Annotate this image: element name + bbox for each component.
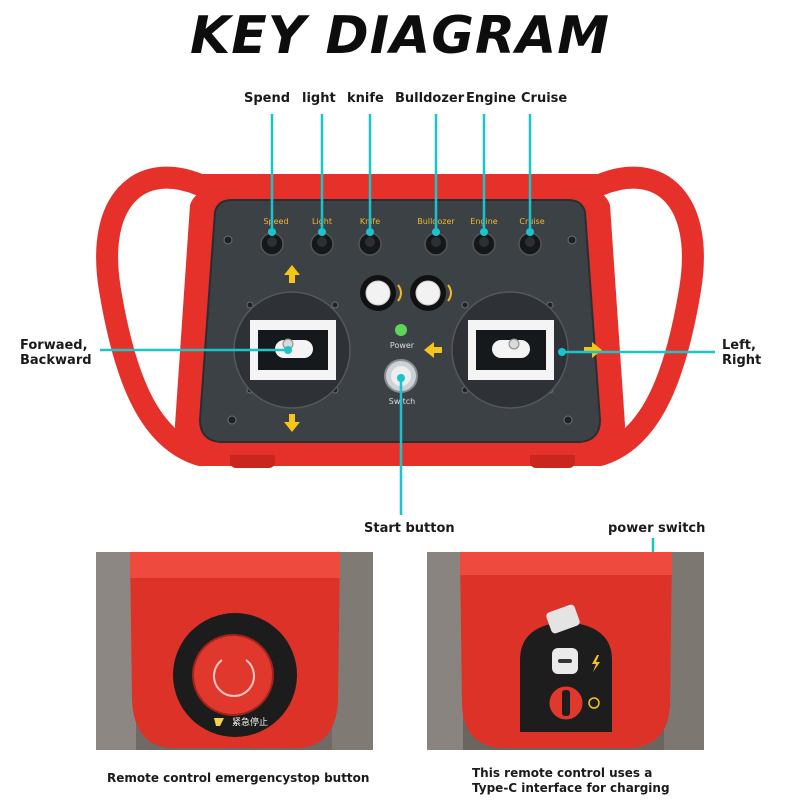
rotate-arrow-icon [213,659,255,697]
direction-arrows [284,265,602,432]
power-icon [588,697,600,709]
callout-power-switch: power switch [608,521,706,536]
arrow-down-icon [284,414,300,432]
caption-estop: Remote control emergencystop button [107,771,370,785]
joystick-right [451,291,569,409]
panel-label-cruise: Cruise [519,217,544,226]
toggle-cruise [518,232,542,256]
callout-left-right: Left, Right [722,338,762,368]
panel-label-power: Power [390,341,415,350]
callout-cruise: Cruise [521,91,568,106]
toggle-speed [260,232,284,256]
callout-start-button: Start button [364,521,455,536]
rotary-knobs [360,275,452,311]
arrow-right-icon [584,342,602,358]
panel-label-speed: Speed [263,217,288,226]
charge-bolt-icon [592,655,600,672]
port-cover [546,604,580,634]
arrow-left-icon [424,342,442,358]
estop-photo: 紧急停止 [96,552,373,750]
page-title: KEY DIAGRAM [189,6,611,66]
power-indicator-led [395,324,407,336]
estop-chinese-label: 紧急停止 [232,716,268,728]
toggle-knife [358,232,382,256]
callout-speed: Spend [244,91,291,106]
callout-engine: Engine [466,91,516,106]
toggle-engine [472,232,496,256]
typec-photo [427,552,704,750]
callout-light: light [302,91,336,106]
arrow-up-icon [284,265,300,283]
caption-typec: This remote control uses a Type-C interf… [472,766,670,795]
brand-logo-icon [214,718,224,726]
estop-button [192,634,274,716]
callout-forward-backward: Forwaed, Backward [20,338,92,368]
callout-knife: knife [347,91,384,106]
toggle-bulldozer [424,232,448,256]
toggle-light [310,232,334,256]
callout-bulldozer: Bulldozer [395,91,465,106]
